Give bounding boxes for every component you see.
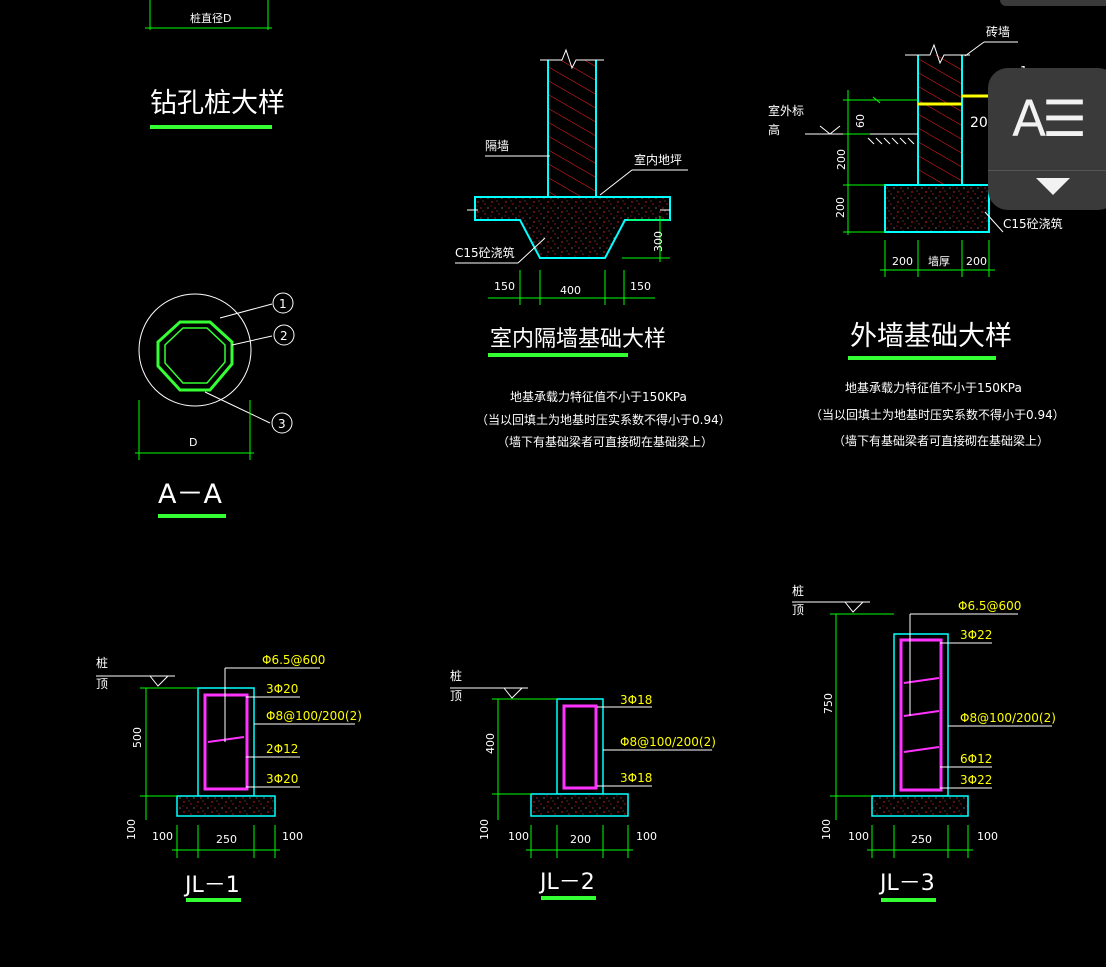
jl2-rebar-stirrup: Φ8@100/200(2) — [620, 735, 716, 749]
exterior-note-3: （墙下有基础梁者可直接砌在基础梁上） — [833, 433, 1049, 448]
section-mark-1: 1 — [279, 297, 287, 311]
jl3-dim-height: 750 — [822, 693, 835, 714]
reader-mode-button[interactable]: A☰ — [988, 68, 1106, 210]
jl2-rebar-bottom: 3Φ18 — [620, 771, 652, 785]
jl1-dim-width: 250 — [216, 833, 237, 846]
jl1-rebar-side: 2Φ12 — [266, 742, 298, 756]
interior-note-1: 地基承载力特征值不小于150KPa — [510, 389, 687, 404]
jl2-dim-base: 100 — [478, 819, 491, 840]
jl3-dim-right: 100 — [977, 830, 998, 843]
jl3-pile-top-1: 桩 — [792, 583, 804, 598]
interior-dim-left: 150 — [494, 280, 515, 293]
exterior-side-label: 20 — [970, 115, 988, 131]
beam-jl1: 桩 顶 Φ6.5@600 3Φ20 Φ8@100/200(2) 2Φ12 3Φ2… — [96, 653, 362, 902]
interior-floor-label: 室内地坪 — [634, 152, 682, 167]
exterior-dim-200b: 200 — [834, 197, 847, 218]
section-dim-d: D — [189, 436, 197, 449]
jl3-dim-base: 100 — [820, 819, 833, 840]
jl2-title: JL－2 — [538, 870, 595, 895]
beam-jl3: 桩 顶 Φ6.5@600 3Φ22 Φ8@100/200(2) 6Φ12 3Φ2… — [792, 583, 1056, 902]
jl3-rebar-bottom: 3Φ22 — [960, 773, 992, 787]
exterior-note-1: 地基承载力特征值不小于150KPa — [845, 380, 1022, 395]
section-mark-3: 3 — [278, 417, 286, 431]
pile-detail: 桩直径D 钻孔桩大样 — [145, 0, 285, 129]
interior-concrete-label: C15砼浇筑 — [455, 245, 515, 260]
jl1-rebar-stirrup: Φ8@100/200(2) — [266, 709, 362, 723]
section-aa: 1 2 3 D A－A — [135, 292, 295, 518]
exterior-dim-right: 200 — [966, 255, 987, 268]
exterior-concrete-label: C15砼浇筑 — [1003, 216, 1063, 231]
jl1-dim-right: 100 — [282, 830, 303, 843]
jl2-rebar-top: 3Φ18 — [620, 693, 652, 707]
pile-title: 钻孔桩大样 — [150, 88, 285, 119]
exterior-wall-title: 外墙基础大样 — [850, 321, 1012, 352]
pile-diameter-label: 桩直径D — [190, 11, 231, 25]
jl2-dim-right: 100 — [636, 830, 657, 843]
exterior-note-2: （当以回填土为地基时压实系数不得小于0.94） — [810, 407, 1065, 422]
jl1-pile-top-1: 桩 — [96, 655, 108, 670]
exterior-outdoor-label-2: 高 — [768, 122, 780, 137]
interior-dim-height: 300 — [652, 231, 665, 252]
exterior-wall-detail: 室外标 高 砖墙 1 20 C15砼浇筑 60 200 200 200 墙厚 2… — [768, 24, 1065, 448]
jl2-pile-top-1: 桩 — [450, 668, 462, 683]
interior-dim-mid: 400 — [560, 284, 581, 297]
section-title: A－A — [158, 479, 222, 510]
jl1-dim-height: 500 — [131, 727, 144, 748]
jl3-rebar-stirrup: Φ8@100/200(2) — [960, 711, 1056, 725]
jl3-dim-width: 250 — [911, 833, 932, 846]
exterior-dim-left: 200 — [892, 255, 913, 268]
exterior-wall-label: 砖墙 — [986, 24, 1010, 39]
interior-wall-detail: 隔墙 室内地坪 C15砼浇筑 300 150 400 150 室内隔墙基础大样 … — [455, 48, 731, 449]
jl3-title: JL－3 — [878, 871, 935, 896]
jl1-rebar-bottom: 3Φ20 — [266, 772, 298, 786]
jl2-pile-top-2: 顶 — [450, 689, 462, 703]
jl2-dim-width: 200 — [570, 833, 591, 846]
jl2-dim-left: 100 — [508, 830, 529, 843]
jl3-pile-top-2: 顶 — [792, 603, 804, 617]
jl3-rebar-top: 3Φ22 — [960, 628, 992, 642]
jl3-dim-left: 100 — [848, 830, 869, 843]
jl1-pile-top-2: 顶 — [96, 677, 108, 691]
jl1-dim-base: 100 — [125, 819, 138, 840]
jl1-rebar-top: 3Φ20 — [266, 682, 298, 696]
interior-wall-label: 隔墙 — [485, 139, 509, 153]
top-system-strip — [1000, 0, 1106, 6]
jl1-rebar-stirrup-top: Φ6.5@600 — [262, 653, 325, 667]
exterior-dim-60: 60 — [854, 114, 867, 128]
exterior-dim-200a: 200 — [835, 149, 848, 170]
jl1-dim-left: 100 — [152, 830, 173, 843]
interior-note-3: （墙下有基础梁者可直接砌在基础梁上） — [497, 434, 713, 449]
jl1-title: JL－1 — [183, 873, 240, 898]
chevron-down-icon[interactable] — [1036, 178, 1070, 195]
exterior-outdoor-label: 室外标 — [768, 103, 804, 118]
reader-mode-icon: A☰ — [1012, 90, 1087, 148]
section-mark-2: 2 — [280, 329, 288, 343]
jl2-dim-height: 400 — [484, 733, 497, 754]
exterior-thick-label: 墙厚 — [928, 254, 950, 268]
beam-jl2: 桩 顶 3Φ18 Φ8@100/200(2) 3Φ18 400 100 100 … — [450, 668, 716, 900]
reader-divider — [988, 170, 1106, 171]
interior-wall-title: 室内隔墙基础大样 — [490, 327, 666, 352]
interior-dim-right: 150 — [630, 280, 651, 293]
jl3-rebar-stirrup-top: Φ6.5@600 — [958, 599, 1021, 613]
jl3-rebar-side: 6Φ12 — [960, 752, 992, 766]
interior-note-2: （当以回填土为地基时压实系数不得小于0.94） — [476, 412, 731, 427]
